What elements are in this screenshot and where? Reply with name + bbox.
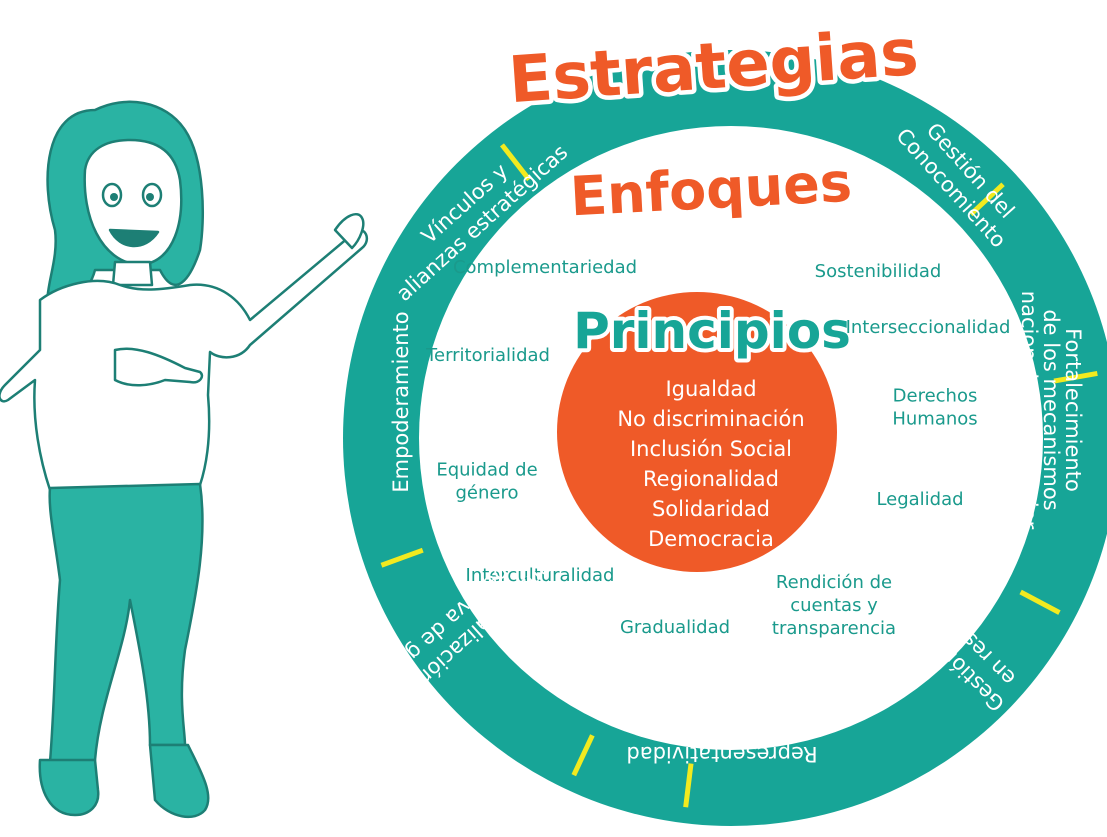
neck: [111, 260, 154, 287]
ring-dividers: [380, 143, 1098, 808]
strategy-item-line: Fortalecimiento: [1061, 328, 1085, 492]
ring-divider: [571, 734, 595, 777]
strategy-item-line: Representatividad: [626, 742, 817, 766]
approach-item-line: género: [456, 483, 519, 504]
strategy-item: Empoderamiento: [389, 311, 413, 492]
mouth: [108, 228, 160, 248]
principle-item: Solidaridad: [652, 497, 770, 521]
approach-item-line: Interculturalidad: [466, 565, 615, 586]
approach-item-line: Humanos: [892, 409, 977, 430]
approaches-list: Complementariedad SostenibilidadIntersecc…: [425, 257, 1010, 639]
approach-item-line: Interseccionalidad: [846, 317, 1011, 338]
approaches-title: Enfoques: [569, 151, 854, 229]
principle-item: Igualdad: [665, 377, 756, 401]
approach-item: Gradualidad: [620, 617, 730, 638]
approach-item: Interculturalidad: [466, 565, 615, 586]
ring-divider: [1053, 370, 1098, 384]
approach-item: Territorialidad: [425, 345, 550, 366]
ring-divider: [500, 143, 532, 182]
woman-illustration: [0, 100, 369, 818]
principles-title: Principios Principios: [569, 298, 855, 364]
svg-text:Principios: Principios: [573, 302, 851, 360]
ring-divider: [1019, 589, 1061, 615]
blouse: [0, 229, 369, 492]
right-shoe: [148, 743, 210, 818]
approach-item-line: Derechos: [893, 386, 978, 407]
strategy-item-line: nacionales de la mujer: [1017, 291, 1041, 530]
approach-item: Complementariedad: [453, 257, 637, 278]
approach-item-line: Legalidad: [876, 489, 963, 510]
approach-item-line: Territorialidad: [425, 345, 550, 366]
approach-item: Interseccionalidad: [846, 317, 1011, 338]
approach-item-line: Equidad de: [436, 460, 537, 481]
approach-item-line: Complementariedad: [453, 257, 637, 278]
principle-item: Regionalidad: [643, 467, 779, 491]
strategy-item-line: de los mecanismos: [1039, 309, 1063, 510]
approaches-title-text: Enfoques: [569, 151, 854, 229]
strategy-item-line: y participación: [644, 716, 799, 740]
principle-item: Inclusión Social: [630, 437, 792, 461]
approach-item-line: Gradualidad: [620, 617, 730, 638]
pants: [48, 482, 204, 764]
approach-item-line: cuentas y: [790, 595, 878, 616]
strategy-item-line: Empoderamiento: [389, 311, 413, 492]
ring-divider: [683, 763, 694, 808]
approach-item-line: Rendición de: [776, 572, 892, 593]
principles-title-text: Principios: [573, 302, 851, 360]
left-shoe: [38, 758, 100, 817]
ring-divider: [380, 547, 424, 568]
left-hand: [113, 347, 204, 387]
principles-circle: [557, 292, 837, 572]
ring-divider: [969, 182, 1005, 217]
approach-item-line: Sostenibilidad: [815, 261, 942, 282]
approach-item-line: transparencia: [772, 618, 896, 639]
approach-item: Sostenibilidad: [815, 261, 942, 282]
principle-item: Democracia: [648, 527, 774, 551]
right-hand: [333, 213, 365, 250]
principle-item: No discriminación: [617, 407, 804, 431]
approach-item: Legalidad: [876, 489, 963, 510]
